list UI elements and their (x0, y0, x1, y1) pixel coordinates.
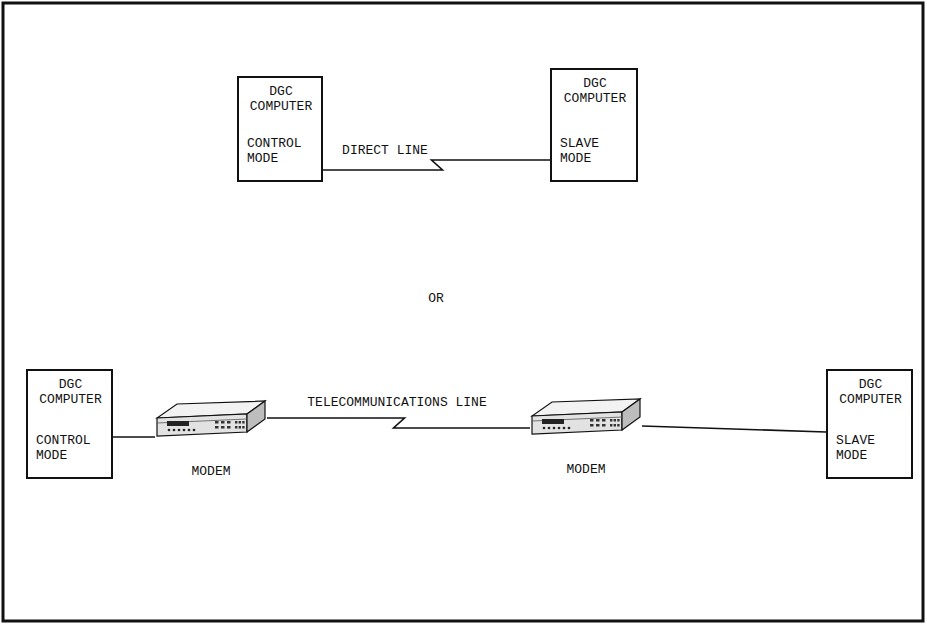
mode-label: SLAVE MODE (560, 136, 630, 166)
modem-key (602, 419, 606, 422)
frame-border (3, 3, 923, 621)
modem-key (221, 421, 225, 424)
modem-key (610, 424, 612, 427)
communication-line (323, 160, 550, 170)
modem-light (188, 429, 191, 432)
modem-light (173, 429, 176, 432)
modem-light (548, 427, 551, 430)
modem-key (215, 421, 219, 424)
communication-line (113, 436, 155, 438)
modem-key (617, 424, 619, 427)
modem-key (617, 419, 619, 422)
modem-key (596, 419, 600, 422)
modem-key (227, 421, 231, 424)
communication-line (267, 418, 530, 428)
modem-light (168, 429, 171, 432)
modem-key (215, 426, 219, 429)
modem-key (239, 426, 241, 429)
modem-key (590, 424, 594, 427)
modem-node: MODEM (530, 390, 642, 485)
modem-key (610, 419, 612, 422)
modem-display (542, 419, 564, 424)
modem-side (247, 401, 265, 432)
modem-node: MODEM (155, 392, 267, 487)
computer-name: DGC COMPUTER (836, 377, 905, 407)
computer-name: DGC COMPUTER (247, 84, 315, 114)
modem-caption: MODEM (530, 462, 642, 477)
mode-label: CONTROL MODE (36, 433, 105, 463)
computer-box: DGC COMPUTER CONTROL MODE (237, 76, 323, 182)
computer-box: DGC COMPUTER SLAVE MODE (826, 369, 913, 479)
modem-side (622, 399, 640, 430)
computer-box: DGC COMPUTER CONTROL MODE (26, 369, 113, 479)
modem-key (239, 421, 241, 424)
modem-key (227, 426, 231, 429)
modem-light (563, 427, 566, 430)
modem-key (614, 424, 616, 427)
computer-name: DGC COMPUTER (36, 377, 105, 407)
modem-light (178, 429, 181, 432)
modem-key (235, 426, 237, 429)
modem-light (568, 427, 571, 430)
modem-key (602, 424, 606, 427)
separator-label: OR (425, 291, 447, 306)
modem-caption: MODEM (155, 464, 267, 479)
line-label: DIRECT LINE (339, 143, 431, 158)
modem-light (193, 429, 196, 432)
modem-key (242, 426, 244, 429)
modem-key (242, 421, 244, 424)
modem-key (596, 424, 600, 427)
modem-key (590, 419, 594, 422)
modem-light (183, 429, 186, 432)
communication-line (642, 426, 826, 432)
modem-light (543, 427, 546, 430)
modem-display (167, 421, 189, 426)
modem-front (532, 412, 622, 434)
modem-light (553, 427, 556, 430)
modem-front (157, 414, 247, 436)
modem-key (614, 419, 616, 422)
modem-light (558, 427, 561, 430)
line-label: TELECOMMUNICATIONS LINE (304, 395, 489, 410)
computer-box: DGC COMPUTER SLAVE MODE (550, 68, 638, 182)
modem-key (221, 426, 225, 429)
modem-illustration (530, 390, 642, 446)
modem-key (235, 421, 237, 424)
computer-name: DGC COMPUTER (560, 76, 630, 106)
mode-label: CONTROL MODE (247, 136, 315, 166)
mode-label: SLAVE MODE (836, 433, 905, 463)
modem-illustration (155, 392, 267, 448)
